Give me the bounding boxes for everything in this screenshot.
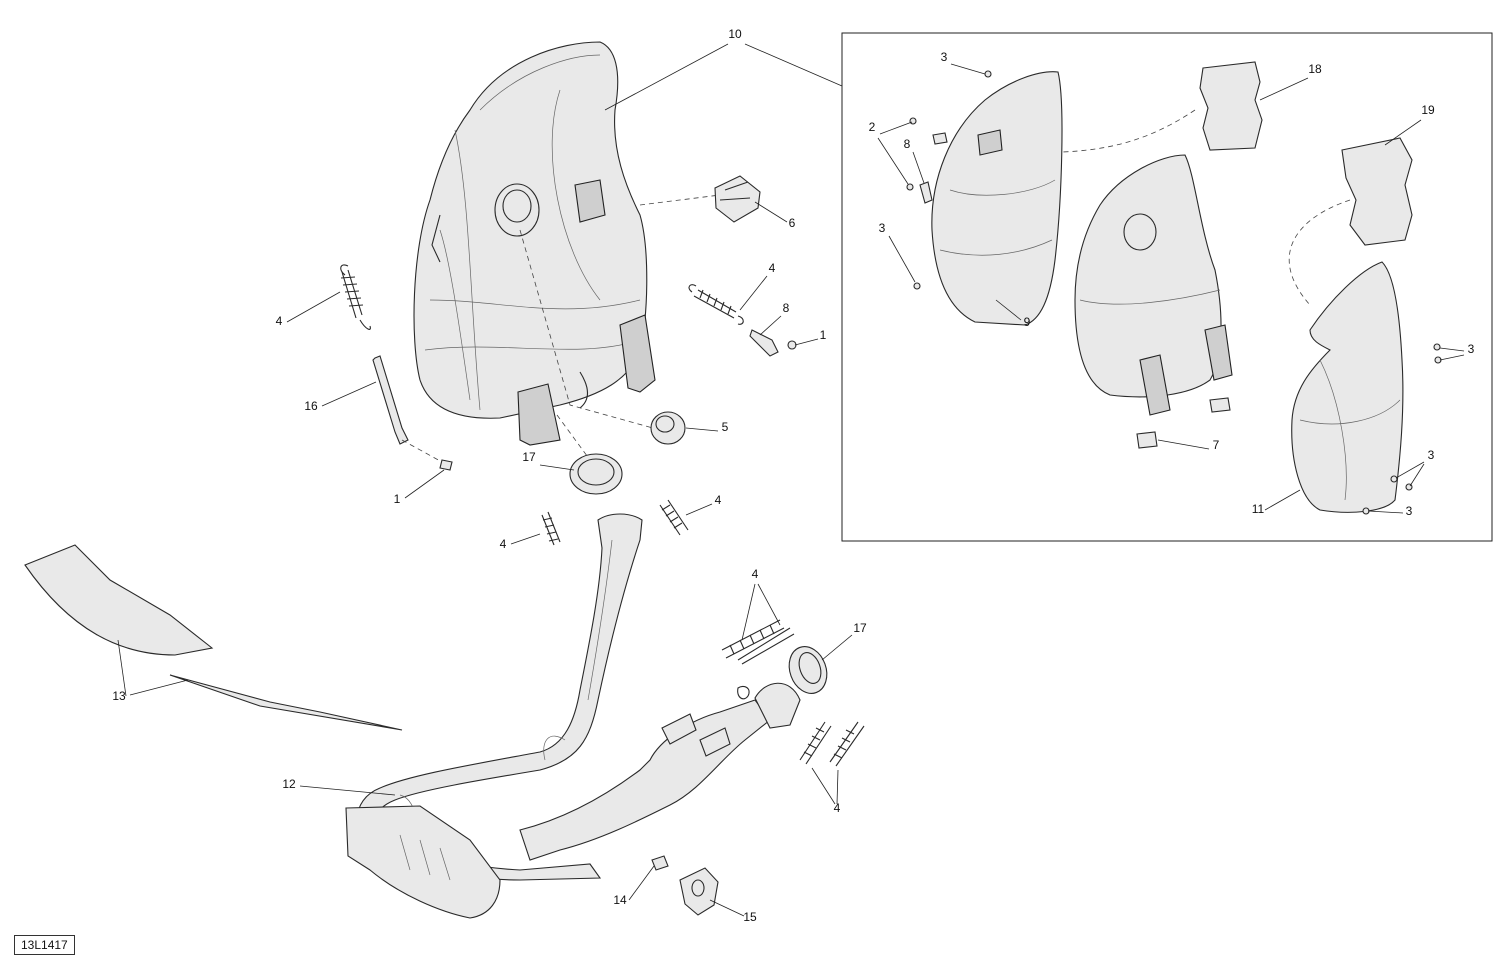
part-2-part-3-fasteners xyxy=(906,70,1442,515)
callout-c8a: 8 xyxy=(783,301,790,315)
part-6-rubber-mount xyxy=(714,175,761,223)
callout-c3d: 3 xyxy=(1428,448,1435,462)
callout-c17b: 17 xyxy=(853,621,867,635)
callout-c19: 19 xyxy=(1421,103,1435,117)
part-19-gasket xyxy=(1341,137,1413,246)
assembly-axis-line xyxy=(556,414,591,461)
assembly-axis-line xyxy=(1288,199,1351,306)
part-11-shield xyxy=(1291,261,1404,513)
assembly-axis-line xyxy=(401,439,443,463)
callout-c15: 15 xyxy=(743,910,757,924)
assembly-axis-line xyxy=(519,229,661,431)
callout-c1a: 1 xyxy=(820,328,827,342)
part-4-spring-right-pipe xyxy=(659,499,689,536)
callout-c3e: 3 xyxy=(1406,504,1413,518)
callout-c17a: 17 xyxy=(522,450,536,464)
part-4-spring-left-pipe xyxy=(541,511,561,546)
part-15-damper xyxy=(679,867,719,916)
part-12-exhaust-pipe xyxy=(345,513,801,919)
part-5-cap xyxy=(650,411,686,445)
callout-c4b: 4 xyxy=(769,261,776,275)
part-1-screw-upper xyxy=(787,340,797,350)
callout-c8b: 8 xyxy=(904,137,911,151)
callout-c11: 11 xyxy=(1252,502,1265,516)
callout-c4f: 4 xyxy=(834,801,841,815)
part-9-cover xyxy=(931,71,1063,326)
detail-inset-frame xyxy=(841,32,1493,542)
callout-c3a: 3 xyxy=(941,50,948,64)
part-4-spring-cat-lower xyxy=(799,721,865,767)
part-16-bracket xyxy=(372,355,409,445)
assembly-axis-line xyxy=(639,194,721,206)
callout-c2: 2 xyxy=(869,120,876,134)
callout-c6: 6 xyxy=(789,216,796,230)
inset-muffler xyxy=(1074,154,1233,416)
callout-c3b: 3 xyxy=(879,221,886,235)
callout-c10: 10 xyxy=(728,27,742,41)
part-17-gasket-upper xyxy=(569,453,623,495)
diagram-reference-code: 13L1417 xyxy=(14,935,75,955)
callout-c3c: 3 xyxy=(1468,342,1475,356)
callout-c4a: 4 xyxy=(276,314,283,328)
part-4-spring-left xyxy=(340,264,371,330)
callout-c9: 9 xyxy=(1024,315,1031,329)
callout-c16: 16 xyxy=(304,399,318,413)
callout-c4c: 4 xyxy=(715,493,722,507)
part-18-gasket xyxy=(1199,61,1263,151)
callout-c14: 14 xyxy=(613,893,627,907)
part-7-damper xyxy=(1136,397,1231,449)
callout-c7: 7 xyxy=(1213,438,1220,452)
callout-c4e: 4 xyxy=(752,567,759,581)
muffler-main xyxy=(413,41,656,446)
part-17-gasket-lower xyxy=(788,646,828,694)
part-4-spring-cat-upper xyxy=(721,619,795,665)
part-8-clip xyxy=(749,329,779,357)
callout-c13: 13 xyxy=(112,689,126,703)
callout-c18: 18 xyxy=(1308,62,1322,76)
part-1-screw-lower xyxy=(439,459,453,471)
leader-lines xyxy=(117,43,1465,917)
assembly-axis-line xyxy=(1061,109,1196,153)
callout-c1b: 1 xyxy=(394,492,401,506)
part-13-heat-shield xyxy=(24,544,403,731)
callout-c5: 5 xyxy=(722,420,729,434)
part-14-bolt xyxy=(651,855,669,871)
callout-c4d: 4 xyxy=(500,537,507,551)
callout-c12: 12 xyxy=(282,777,296,791)
part-4-spring-upper xyxy=(688,284,744,325)
